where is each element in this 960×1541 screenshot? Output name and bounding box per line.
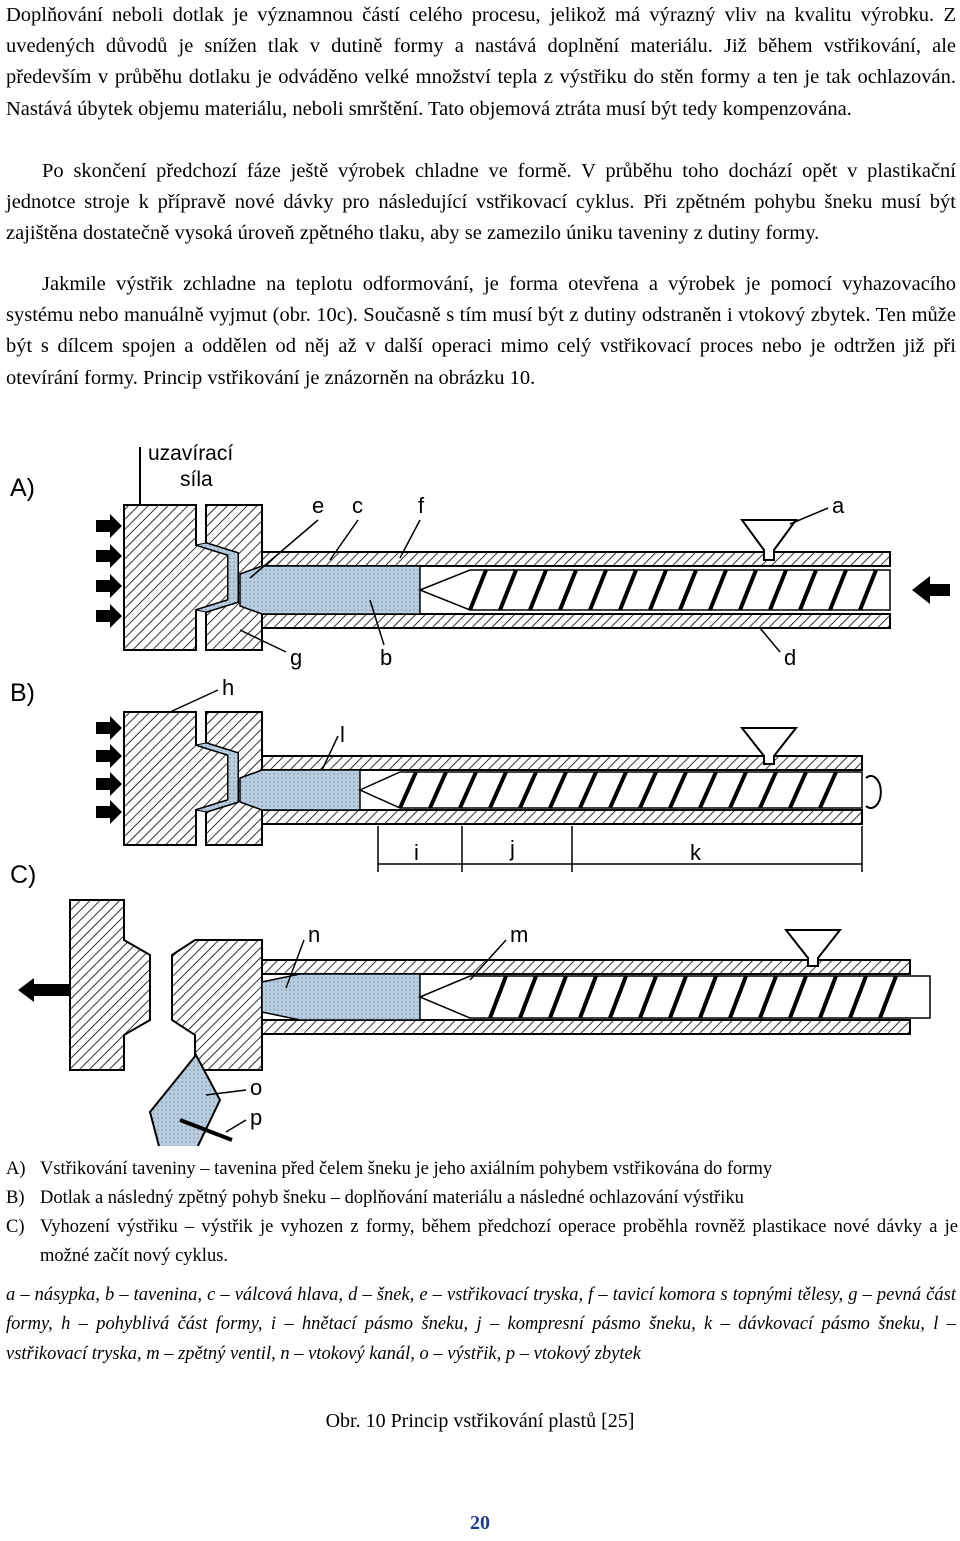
melt-a [239, 565, 421, 615]
cavity-melt-a [195, 542, 239, 613]
screw-a [417, 569, 891, 611]
stage-b: h l [96, 675, 882, 872]
figure-caption: Obr. 10 Princip vstřikování plastů [25] [325, 1410, 635, 1432]
clamp-arrows-a [96, 514, 122, 628]
force-label-line2: síla [180, 468, 213, 491]
figure-legend: a – násypka, b – tavenina, c – válcová h… [6, 1285, 956, 1364]
stage-label-c: C) [10, 861, 36, 889]
injection-arrow-a [912, 576, 950, 604]
opening-arrow-c [18, 978, 70, 1002]
stage-label-a: A) [10, 474, 35, 502]
caption-text: Vyhození výstřiku – výstřik je vyhozen z… [40, 1217, 958, 1266]
label-h: h [222, 675, 234, 700]
hopper-c [783, 929, 843, 967]
label-n: n [308, 922, 320, 947]
label-l: l [340, 722, 345, 747]
fixed-mold-half-c [171, 939, 263, 1071]
barrel-bottom-c [261, 1019, 911, 1035]
paragraph-dotlak: Doplňování neboli dotlak je významnou čá… [6, 4, 956, 120]
label-p: p [250, 1105, 262, 1130]
label-i: i [414, 840, 419, 865]
caption-text: Dotlak a následný zpětný pohyb šneku – d… [40, 1188, 744, 1208]
rotation-arrow-b [865, 775, 882, 809]
label-o: o [250, 1075, 262, 1100]
screw-c [418, 975, 931, 1019]
clamp-arrows-b [96, 716, 122, 824]
caption-a: A) Vstřikování taveniny – tavenina před … [6, 1155, 958, 1184]
stage-c: n m o p [18, 899, 931, 1146]
hopper-b [739, 727, 799, 765]
force-label-line1: uzavírací [148, 442, 233, 465]
hopper-a [740, 519, 798, 561]
stage-label-b: B) [10, 679, 35, 707]
melt-b [239, 769, 361, 811]
caption-key: C) [6, 1217, 25, 1237]
barrel-top-b [261, 755, 863, 771]
barrel-bottom-b [261, 809, 863, 825]
label-k: k [690, 840, 702, 865]
label-f: f [418, 493, 425, 518]
stage-captions: A) Vstřikování taveniny – tavenina před … [6, 1155, 958, 1271]
caption-c: C) Vyhození výstřiku – výstřik je vyhoze… [6, 1213, 958, 1271]
label-e: e [312, 493, 324, 518]
caption-text: Vstřikování taveniny – tavenina před čel… [40, 1159, 773, 1179]
paragraph-chladnuti: Po skončení předchozí fáze ještě výrobek… [6, 160, 956, 245]
paragraph-vyhozeni: Jakmile výstřik zchladne na teplotu odfo… [6, 273, 956, 389]
ejected-part-o [148, 1053, 222, 1146]
sprue-p [179, 1118, 233, 1142]
caption-b: B) Dotlak a následný zpětný pohyb šneku … [6, 1184, 958, 1213]
label-a: a [832, 493, 845, 518]
barrel-bottom-a [261, 613, 891, 629]
moving-mold-half-c [69, 899, 151, 1071]
stage-a: e c f a g b d [96, 493, 950, 670]
label-m: m [510, 922, 528, 947]
screw-b [358, 771, 863, 809]
melt-c [261, 973, 421, 1021]
label-j: j [509, 836, 515, 861]
caption-key: B) [6, 1188, 25, 1208]
caption-key: A) [6, 1159, 26, 1179]
injection-stages-figure: A) B) C) uzavírací síla [10, 442, 950, 1146]
barrel-top-a [261, 551, 891, 567]
label-b: b [380, 645, 392, 670]
label-d: d [784, 645, 796, 670]
label-c: c [352, 493, 363, 518]
page-number: 20 [470, 1512, 490, 1534]
cavity-melt-b [195, 742, 239, 813]
barrel-top-c [261, 959, 911, 975]
label-g: g [290, 645, 302, 670]
